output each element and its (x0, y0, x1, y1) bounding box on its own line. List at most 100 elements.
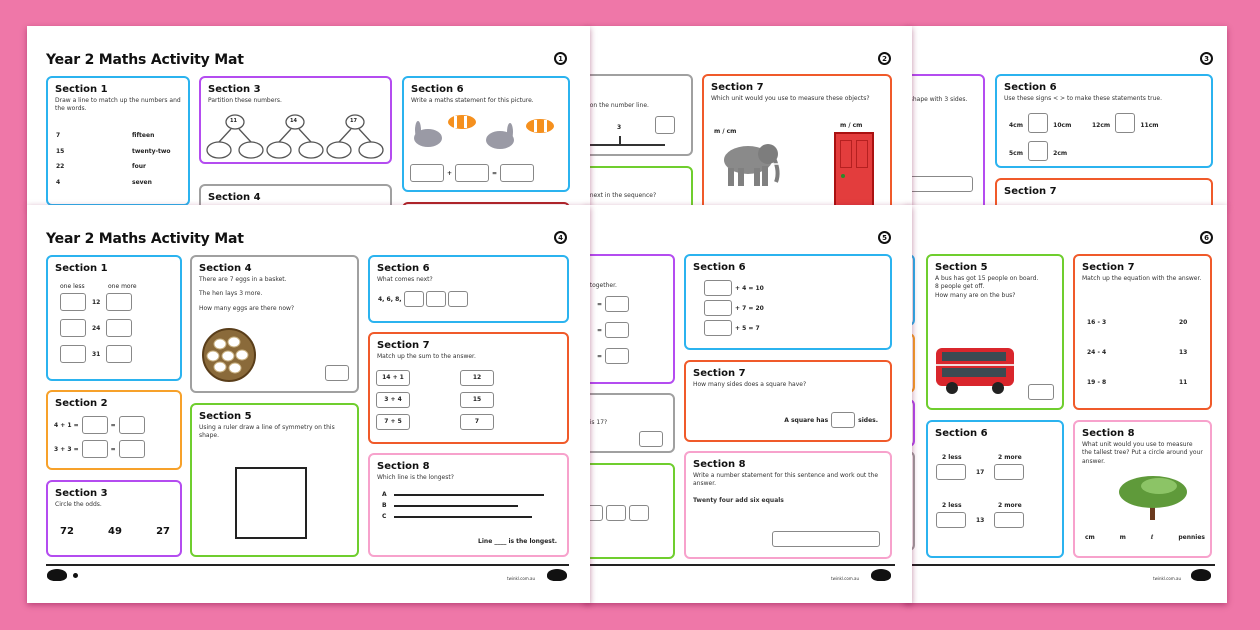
answer-sentence[interactable]: Line ____ is the longest. (478, 538, 557, 545)
answer-box[interactable] (60, 345, 86, 363)
answer-box[interactable] (106, 345, 133, 363)
sum-tile[interactable]: 14 + 1 (376, 370, 410, 386)
activity-sheet-4: Year 2 Maths Activity Mat 4 Section 1 on… (27, 205, 590, 603)
column-label: 2 more (998, 502, 1022, 509)
unit-option[interactable]: pennies (1178, 534, 1205, 541)
line-label: C (382, 513, 387, 520)
partial-instruction: ...shape with 3 sides. (905, 96, 968, 103)
answer-tile[interactable]: 7 (460, 414, 494, 430)
story-line: There are 7 eggs in a basket. (199, 276, 287, 283)
equation: 3 + 3 = (54, 445, 79, 453)
square-shape (235, 467, 307, 539)
section-title: Section 7 (1004, 186, 1057, 197)
sign-box[interactable] (1115, 112, 1136, 133)
answer-box[interactable] (907, 176, 973, 192)
answer-box[interactable] (655, 116, 675, 134)
answer-box[interactable] (1028, 384, 1054, 400)
sequence-card-partial: ...next in the sequence? (585, 166, 693, 206)
footer-url: twinkl.com.au (1153, 576, 1181, 581)
answer-box[interactable] (455, 164, 490, 182)
answer-tile[interactable]: 15 (460, 392, 494, 408)
answer-box[interactable] (629, 505, 649, 521)
answer-box[interactable] (81, 416, 108, 434)
sum-tile[interactable]: 3 + 4 (376, 392, 410, 408)
match-word[interactable]: twenty-two (132, 147, 171, 155)
answer-box[interactable] (831, 412, 856, 428)
section-title: Section 6 (411, 84, 464, 95)
unit-option[interactable]: m (1119, 534, 1126, 541)
section-title: Section 7 (711, 82, 764, 93)
section-instruction: What unit would you use to measure the t… (1082, 441, 1203, 465)
section-6-card: Section 6 2 less 2 more 17 2 less 2 more… (926, 420, 1064, 558)
sign-box[interactable] (1028, 140, 1049, 161)
answer-box[interactable] (605, 322, 630, 338)
answer-box[interactable] (447, 291, 468, 307)
column-label: 2 less (942, 502, 962, 509)
answer[interactable]: 13 (1179, 349, 1188, 356)
answer-box[interactable] (106, 319, 133, 337)
answer-box[interactable] (704, 280, 732, 296)
answer-box[interactable] (936, 512, 966, 528)
match-number[interactable]: 22 (56, 163, 65, 171)
answer-box[interactable] (410, 164, 444, 182)
answer[interactable]: 20 (1179, 319, 1188, 326)
answer-box[interactable] (118, 440, 145, 458)
match-word[interactable]: fifteen (132, 132, 155, 139)
answer-box[interactable] (60, 293, 86, 311)
answer-box[interactable] (425, 291, 446, 307)
number-option[interactable]: 27 (156, 526, 170, 537)
footer-divider (905, 564, 1215, 566)
measure-left: 4cm (1009, 122, 1023, 129)
answer-box[interactable] (60, 319, 86, 337)
answer-box[interactable] (639, 431, 663, 447)
section-title: Section 1 (55, 84, 108, 95)
answer-tile[interactable]: 12 (460, 370, 494, 386)
answer-box[interactable] (500, 164, 535, 182)
line-c (394, 516, 532, 518)
number-option[interactable]: 72 (60, 526, 74, 537)
activity-sheet-3: 3 ...shape with 3 sides. Section 6 Use t… (905, 26, 1227, 206)
number-option[interactable]: 49 (108, 526, 122, 537)
answer-box[interactable] (605, 348, 630, 364)
operator: = (110, 421, 116, 429)
answer-box[interactable] (994, 512, 1025, 528)
match-word[interactable]: seven (132, 178, 152, 186)
sheet-title: Year 2 Maths Activity Mat (46, 231, 244, 247)
answer-prefix: A square has (784, 416, 829, 424)
unit-option[interactable]: ℓ (1150, 534, 1154, 541)
line-label: A (382, 491, 387, 498)
equation[interactable]: 24 - 4 (1087, 349, 1107, 356)
answer-box[interactable] (325, 365, 349, 381)
answer-box[interactable] (994, 464, 1025, 480)
sequence: 4, 6, 8, (378, 295, 402, 303)
equation[interactable]: 16 - 3 (1087, 319, 1107, 326)
match-number[interactable]: 15 (56, 147, 65, 155)
match-number[interactable]: 7 (56, 132, 61, 139)
section-instruction: Using a ruler draw a line of symmetry on… (199, 424, 335, 440)
answer-box[interactable] (936, 464, 966, 480)
sum-tile[interactable]: 7 + 5 (376, 414, 410, 430)
partition-number: 17 (350, 118, 357, 124)
story-line: A bus has got 15 people on board. (935, 275, 1039, 282)
activity-sheet-1: Year 2 Maths Activity Mat 1 Section 1 Dr… (27, 26, 590, 206)
answer-box[interactable] (118, 416, 145, 434)
answer-box[interactable] (704, 300, 732, 316)
column-label: 2 less (942, 454, 962, 461)
equation[interactable]: 19 - 8 (1087, 379, 1107, 386)
unit-option[interactable]: cm (1085, 534, 1095, 541)
answer-box[interactable] (606, 505, 626, 521)
answer-box[interactable] (81, 440, 108, 458)
answer-box[interactable] (106, 293, 133, 311)
answer-box[interactable] (605, 296, 630, 312)
match-number[interactable]: 4 (56, 178, 61, 186)
sign-box[interactable] (1028, 112, 1049, 133)
answer-box[interactable] (772, 531, 880, 547)
door-unit-label: m / cm (840, 122, 863, 129)
answer-box[interactable] (403, 291, 424, 307)
section-instruction: Write a maths statement for this picture… (411, 97, 534, 104)
match-word[interactable]: four (132, 163, 146, 171)
section-instruction: Partition these numbers. (208, 97, 282, 104)
footer-url: twinkl.com.au (831, 576, 859, 581)
answer-box[interactable] (704, 320, 732, 336)
answer[interactable]: 11 (1179, 379, 1188, 386)
